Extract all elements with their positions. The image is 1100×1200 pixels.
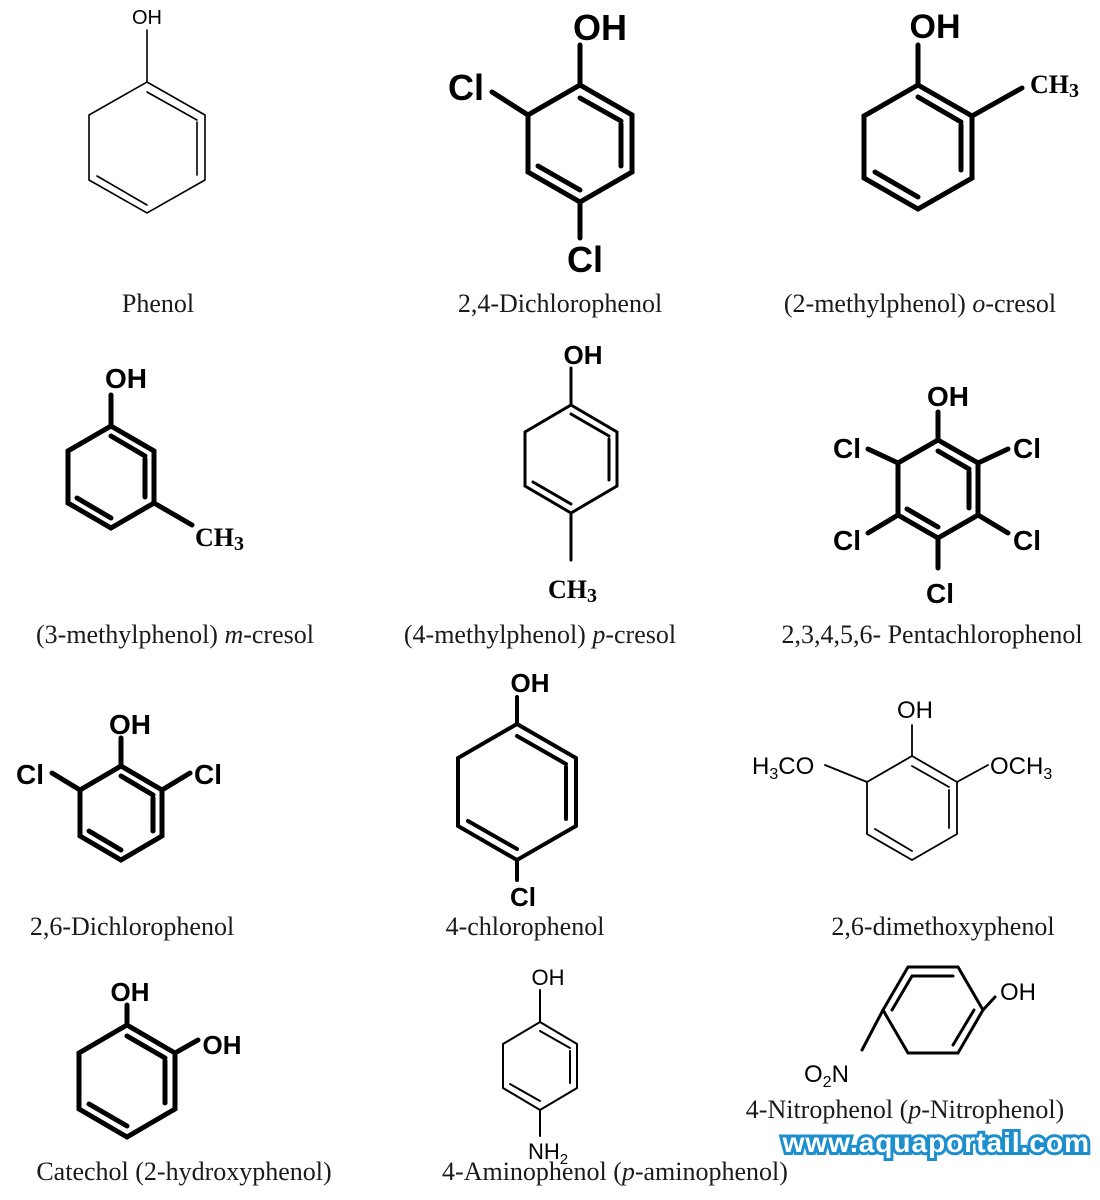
hydroxyl-label: OH — [132, 7, 162, 29]
hydroxyl-label: OH — [532, 965, 565, 990]
nitro-label: O2N — [804, 1061, 849, 1091]
methyl-label: CH3 — [1030, 70, 1079, 102]
dichlorophenol-24-bonds — [489, 42, 635, 241]
caption-m-cresol: (3-methylphenol) m-cresol — [36, 620, 314, 649]
pentachlorophenol-structure: OH Cl Cl Cl Cl Cl — [833, 381, 1041, 609]
chlorine-label: Cl — [1013, 433, 1041, 464]
caption-catechol: Catechol (2-hydroxyphenol) — [36, 1157, 331, 1186]
nitrophenol-bonds — [860, 965, 997, 1055]
aminophenol-bonds — [502, 989, 578, 1137]
dichlorophenol-26-structure: OH Cl Cl — [16, 709, 222, 863]
dimethoxyphenol-bonds — [824, 724, 989, 862]
caption-p-cresol: (4-methylphenol) p-cresol — [404, 620, 676, 649]
hydroxyl-label: OH — [109, 709, 151, 740]
caption-4-chlorophenol: 4-chlorophenol — [446, 912, 605, 941]
m-cresol-bonds — [65, 392, 195, 531]
caption-aminophenol: 4-Aminophenol (p-aminophenol) — [442, 1157, 788, 1186]
hydroxyl-label: OH — [203, 1030, 242, 1060]
o-cresol-structure: OH CH3 — [861, 8, 1079, 212]
aminophenol-structure: OH NH2 — [502, 965, 578, 1168]
pentachlorophenol-bonds — [865, 409, 1011, 571]
catechol-bonds — [76, 1002, 201, 1140]
caption-nitrophenol: 4-Nitrophenol (p-Nitrophenol) — [746, 1095, 1064, 1124]
methoxy-label: H3CO — [752, 753, 814, 783]
hydroxyl-label: OH — [927, 381, 969, 412]
chlorophenol-4-structure: OH Cl — [456, 668, 578, 912]
phenol-ring-bonds — [88, 29, 206, 214]
dichlorophenol-26-bonds — [49, 735, 193, 863]
amino-label: NH2 — [528, 1139, 568, 1168]
o-cresol-bonds — [861, 42, 1025, 212]
hydroxyl-label: OH — [910, 8, 961, 46]
hydroxyl-label: OH — [1000, 979, 1036, 1006]
methyl-label: CH3 — [548, 575, 597, 607]
phenol-structure: OH — [88, 7, 206, 214]
chlorine-label: Cl — [16, 759, 44, 790]
watermark-url[interactable]: www.aquaportail.com — [779, 1124, 1092, 1161]
hydroxyl-label: OH — [511, 668, 550, 698]
p-cresol-bonds — [523, 366, 619, 562]
hydroxyl-label: OH — [111, 977, 150, 1007]
methyl-label: CH3 — [195, 523, 244, 555]
hydroxyl-label: OH — [573, 7, 627, 48]
chlorine-label: Cl — [926, 578, 954, 609]
hydroxyl-label: OH — [564, 340, 603, 370]
chlorine-label: Cl — [1013, 525, 1041, 556]
chlorophenol-4-bonds — [456, 695, 578, 882]
caption-pentachlorophenol: 2,3,4,5,6- Pentachlorophenol — [781, 620, 1082, 649]
catechol-structure: OH OH — [76, 977, 242, 1140]
caption-phenol: Phenol — [122, 289, 194, 318]
hydroxyl-label: OH — [105, 363, 147, 394]
chlorine-label: Cl — [448, 67, 484, 108]
caption-dimethoxyphenol: 2,6-dimethoxyphenol — [831, 912, 1054, 941]
chlorine-label: Cl — [833, 433, 861, 464]
methoxy-label: OCH3 — [990, 753, 1052, 783]
caption-2-4-dichlorophenol: 2,4-Dichlorophenol — [458, 289, 662, 318]
chlorine-label: Cl — [194, 759, 222, 790]
caption-2-6-dichlorophenol: 2,6-Dichlorophenol — [30, 912, 234, 941]
chlorine-label: Cl — [510, 882, 536, 912]
dichlorophenol-24-structure: OH Cl Cl — [448, 7, 635, 280]
caption-o-cresol: (2-methylphenol) o-cresol — [784, 289, 1056, 318]
p-cresol-structure: OH CH3 — [523, 340, 619, 607]
chlorine-label: Cl — [833, 525, 861, 556]
chlorine-label: Cl — [567, 239, 603, 280]
dimethoxyphenol-structure: OH H3CO OCH3 — [752, 697, 1052, 862]
m-cresol-structure: OH CH3 — [65, 363, 244, 555]
hydroxyl-label: OH — [897, 697, 933, 724]
nitrophenol-structure: OH O2N — [804, 965, 1036, 1091]
